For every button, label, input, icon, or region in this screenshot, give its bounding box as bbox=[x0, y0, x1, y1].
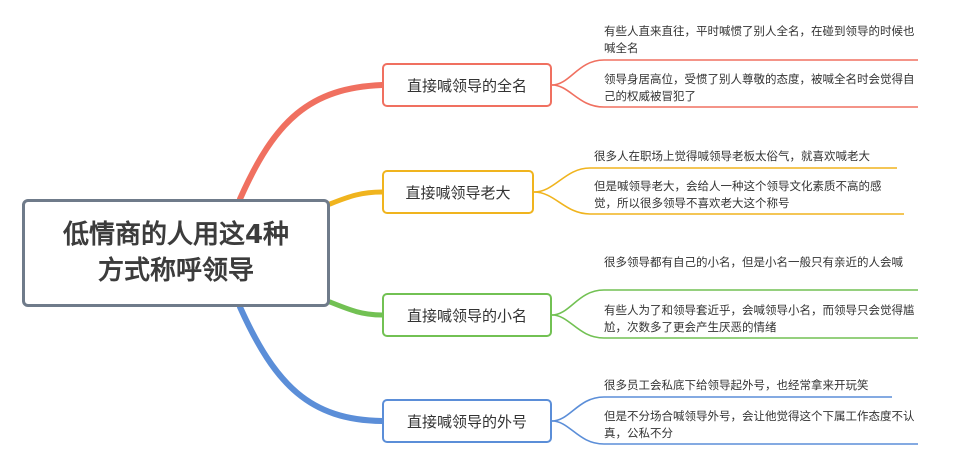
connector-branch-3 bbox=[327, 299, 385, 318]
connector-leaf-2-1 bbox=[533, 167, 897, 193]
leaf-note: 但是喊领导老大，会给人一种这个领导文化素质不高的感觉，所以很多领导不喜欢老大这个… bbox=[594, 179, 882, 210]
leaf-note: 很多领导都有自己的小名，但是小名一般只有亲近的人会喊 bbox=[604, 255, 903, 269]
branch-node-full-name[interactable]: 直接喊领导的全名 bbox=[382, 63, 552, 107]
branch-node-boss[interactable]: 直接喊领导老大 bbox=[382, 170, 534, 214]
connector-leaf-2-2 bbox=[533, 191, 904, 215]
connector-leaf-1-2 bbox=[551, 84, 918, 108]
leaf-note: 有些人直来直往，平时喊惯了别人全名，在碰到领导的时候也喊全名 bbox=[604, 24, 915, 55]
branch-node-alias[interactable]: 直接喊领导的外号 bbox=[382, 399, 552, 443]
connector-leaf-1-1 bbox=[551, 59, 918, 86]
connector-branch-1 bbox=[237, 82, 385, 202]
connector-branch-4 bbox=[237, 304, 385, 424]
connector-branch-2 bbox=[327, 189, 385, 207]
branch-label: 直接喊领导的外号 bbox=[406, 412, 527, 431]
leaf-note: 很多员工会私底下给领导起外号，也经常拿来开玩笑 bbox=[604, 378, 869, 392]
branch-label: 直接喊领导老大 bbox=[405, 183, 511, 202]
leaf-note: 有些人为了和领导套近乎，会喊领导小名，而领导只会觉得尴尬，次数多了更会产生厌恶的… bbox=[604, 303, 915, 334]
branch-label: 直接喊领导的全名 bbox=[406, 76, 527, 95]
root-title: 低情商的人用这4种方式称呼领导 bbox=[62, 220, 290, 286]
leaf-note: 但是不分场合喊领导外号，会让他觉得这个下属工作态度不认真，公私不分 bbox=[604, 409, 915, 440]
leaf-note: 很多人在职场上觉得喊领导老板太俗气，就喜欢喊老大 bbox=[594, 149, 870, 163]
branch-label: 直接喊领导的小名 bbox=[406, 306, 527, 325]
connector-leaf-4-2 bbox=[551, 420, 918, 445]
branch-node-nickname[interactable]: 直接喊领导的小名 bbox=[382, 293, 552, 337]
root-node[interactable]: 低情商的人用这4种方式称呼领导 bbox=[22, 199, 330, 307]
leaf-note: 领导身居高位，受惯了别人尊敬的态度，被喊全名时会觉得自己的权威被冒犯了 bbox=[604, 72, 915, 103]
connector-leaf-3-1 bbox=[551, 289, 918, 316]
connector-leaf-3-2 bbox=[551, 314, 918, 339]
connector-leaf-4-1 bbox=[551, 396, 892, 422]
